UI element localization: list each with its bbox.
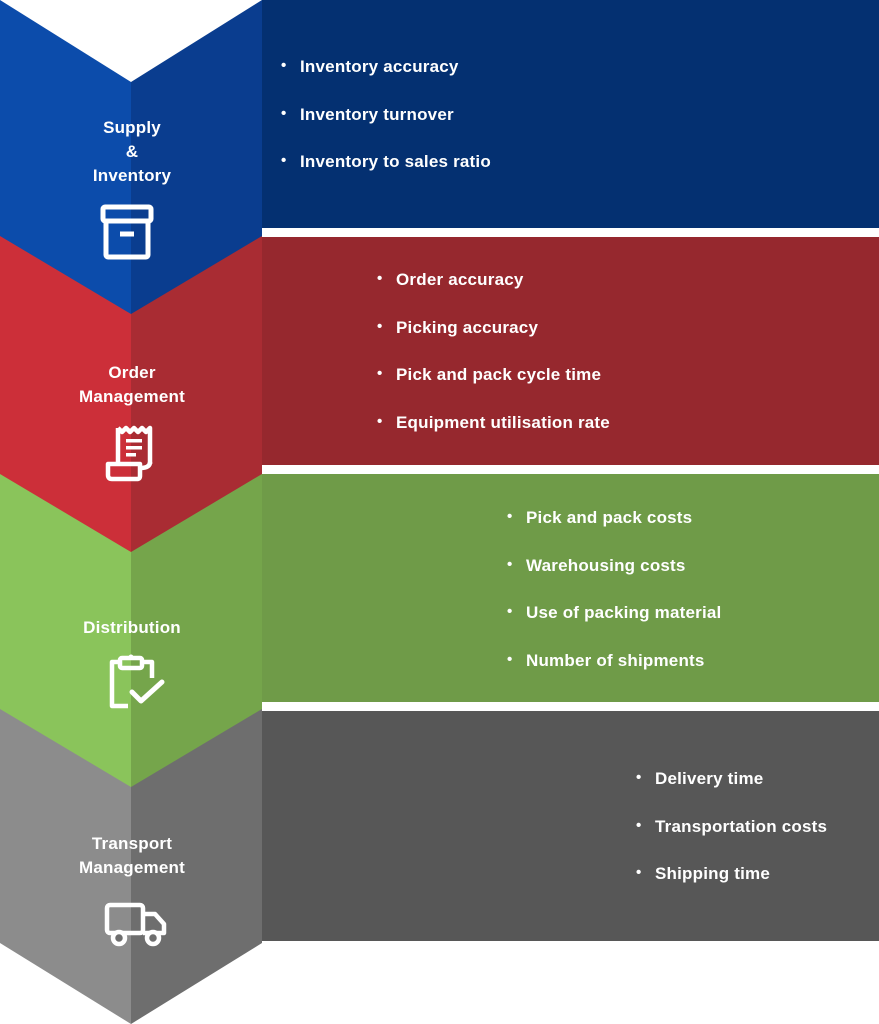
label-line: Management	[79, 387, 185, 406]
stage-label-transport: Transport Management	[0, 832, 264, 880]
metric-item: Inventory accuracy	[281, 56, 491, 77]
chevron-column	[0, 0, 262, 1024]
label-line: Inventory	[92, 166, 172, 185]
chevron-order	[0, 232, 262, 552]
metric-item: Number of shipments	[507, 650, 721, 671]
label-line: Management	[79, 858, 185, 877]
metric-item: Inventory to sales ratio	[281, 151, 491, 172]
archive-box-icon	[100, 204, 154, 260]
label-line: Order	[108, 363, 156, 382]
metrics-list-distribution: Pick and pack costs Warehousing costs Us…	[507, 507, 721, 698]
metric-item: Shipping time	[636, 863, 827, 884]
metrics-list-order: Order accuracy Picking accuracy Pick and…	[377, 269, 610, 460]
metric-item: Picking accuracy	[377, 317, 610, 338]
metric-item: Equipment utilisation rate	[377, 412, 610, 433]
chevron-distribution	[0, 470, 262, 787]
chevron-supply	[0, 0, 262, 314]
metric-item: Transportation costs	[636, 816, 827, 837]
label-line: Supply	[103, 118, 161, 137]
metric-item: Delivery time	[636, 768, 827, 789]
metric-item: Inventory turnover	[281, 104, 491, 125]
label-line: Distribution	[83, 618, 181, 637]
metric-item: Pick and pack costs	[507, 507, 721, 528]
receipt-icon	[105, 425, 153, 482]
chevron-transport	[0, 705, 262, 1024]
metric-item: Use of packing material	[507, 602, 721, 623]
metric-item: Warehousing costs	[507, 555, 721, 576]
stage-label-distribution: Distribution	[0, 616, 264, 640]
metrics-list-supply: Inventory accuracy Inventory turnover In…	[281, 56, 491, 200]
label-line: Transport	[91, 834, 173, 853]
metric-item: Order accuracy	[377, 269, 610, 290]
metrics-list-transport: Delivery time Transportation costs Shipp…	[636, 768, 827, 912]
clipboard-check-icon	[109, 654, 165, 709]
stage-label-supply: Supply & Inventory	[0, 116, 264, 188]
truck-icon	[104, 902, 167, 947]
stage-label-order: Order Management	[0, 361, 264, 409]
label-line: &	[125, 142, 139, 161]
metric-item: Pick and pack cycle time	[377, 364, 610, 385]
